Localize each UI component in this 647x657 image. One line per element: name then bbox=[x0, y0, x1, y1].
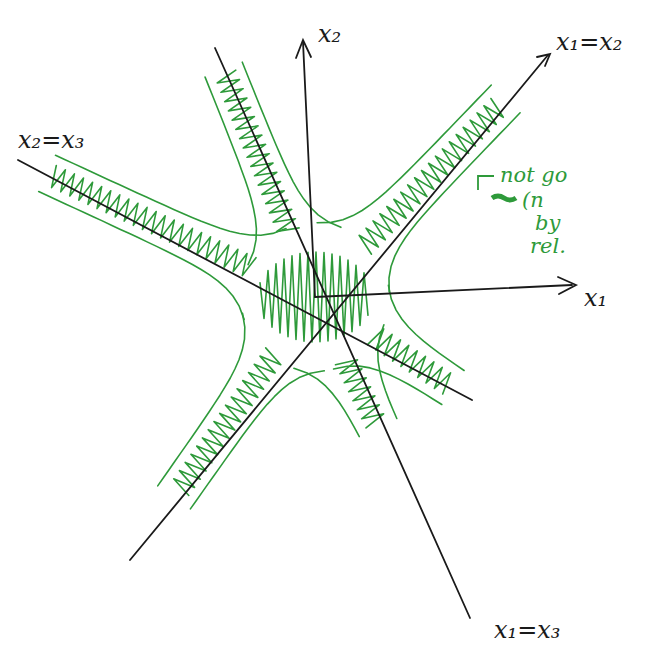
line-x1-eq-x3 bbox=[215, 48, 470, 618]
line-label: x₁=x₂ bbox=[556, 30, 622, 54]
arrow-head bbox=[537, 54, 550, 66]
crossed-out-word bbox=[492, 196, 516, 200]
line-x1-eq-x2 bbox=[130, 55, 548, 560]
band-border bbox=[388, 285, 464, 370]
band-border bbox=[205, 77, 256, 265]
band-border bbox=[158, 313, 245, 486]
line-label: x₁=x₃ bbox=[494, 618, 560, 642]
band-border bbox=[378, 325, 397, 419]
note-text: (n bbox=[522, 190, 544, 211]
axes bbox=[18, 40, 576, 618]
axis-label: x₂ bbox=[318, 22, 341, 46]
arrow-head bbox=[296, 40, 311, 58]
line-label: x₂=x₃ bbox=[18, 128, 84, 152]
band-hatching bbox=[52, 166, 256, 276]
arrow-head bbox=[558, 277, 576, 294]
axis-label: x₁ bbox=[584, 286, 607, 310]
note-text: rel. bbox=[530, 236, 566, 257]
note-text: by bbox=[535, 213, 560, 234]
scribbled-bands bbox=[39, 62, 520, 509]
line-x2-eq-x3 bbox=[18, 160, 472, 400]
note-bracket bbox=[478, 176, 494, 190]
band-border bbox=[39, 192, 244, 320]
band-border bbox=[190, 371, 324, 509]
note-text: not go bbox=[500, 165, 567, 186]
band-border bbox=[389, 113, 520, 292]
band-border bbox=[242, 62, 341, 227]
band-hatching bbox=[174, 348, 281, 496]
band-hatching bbox=[359, 99, 503, 255]
